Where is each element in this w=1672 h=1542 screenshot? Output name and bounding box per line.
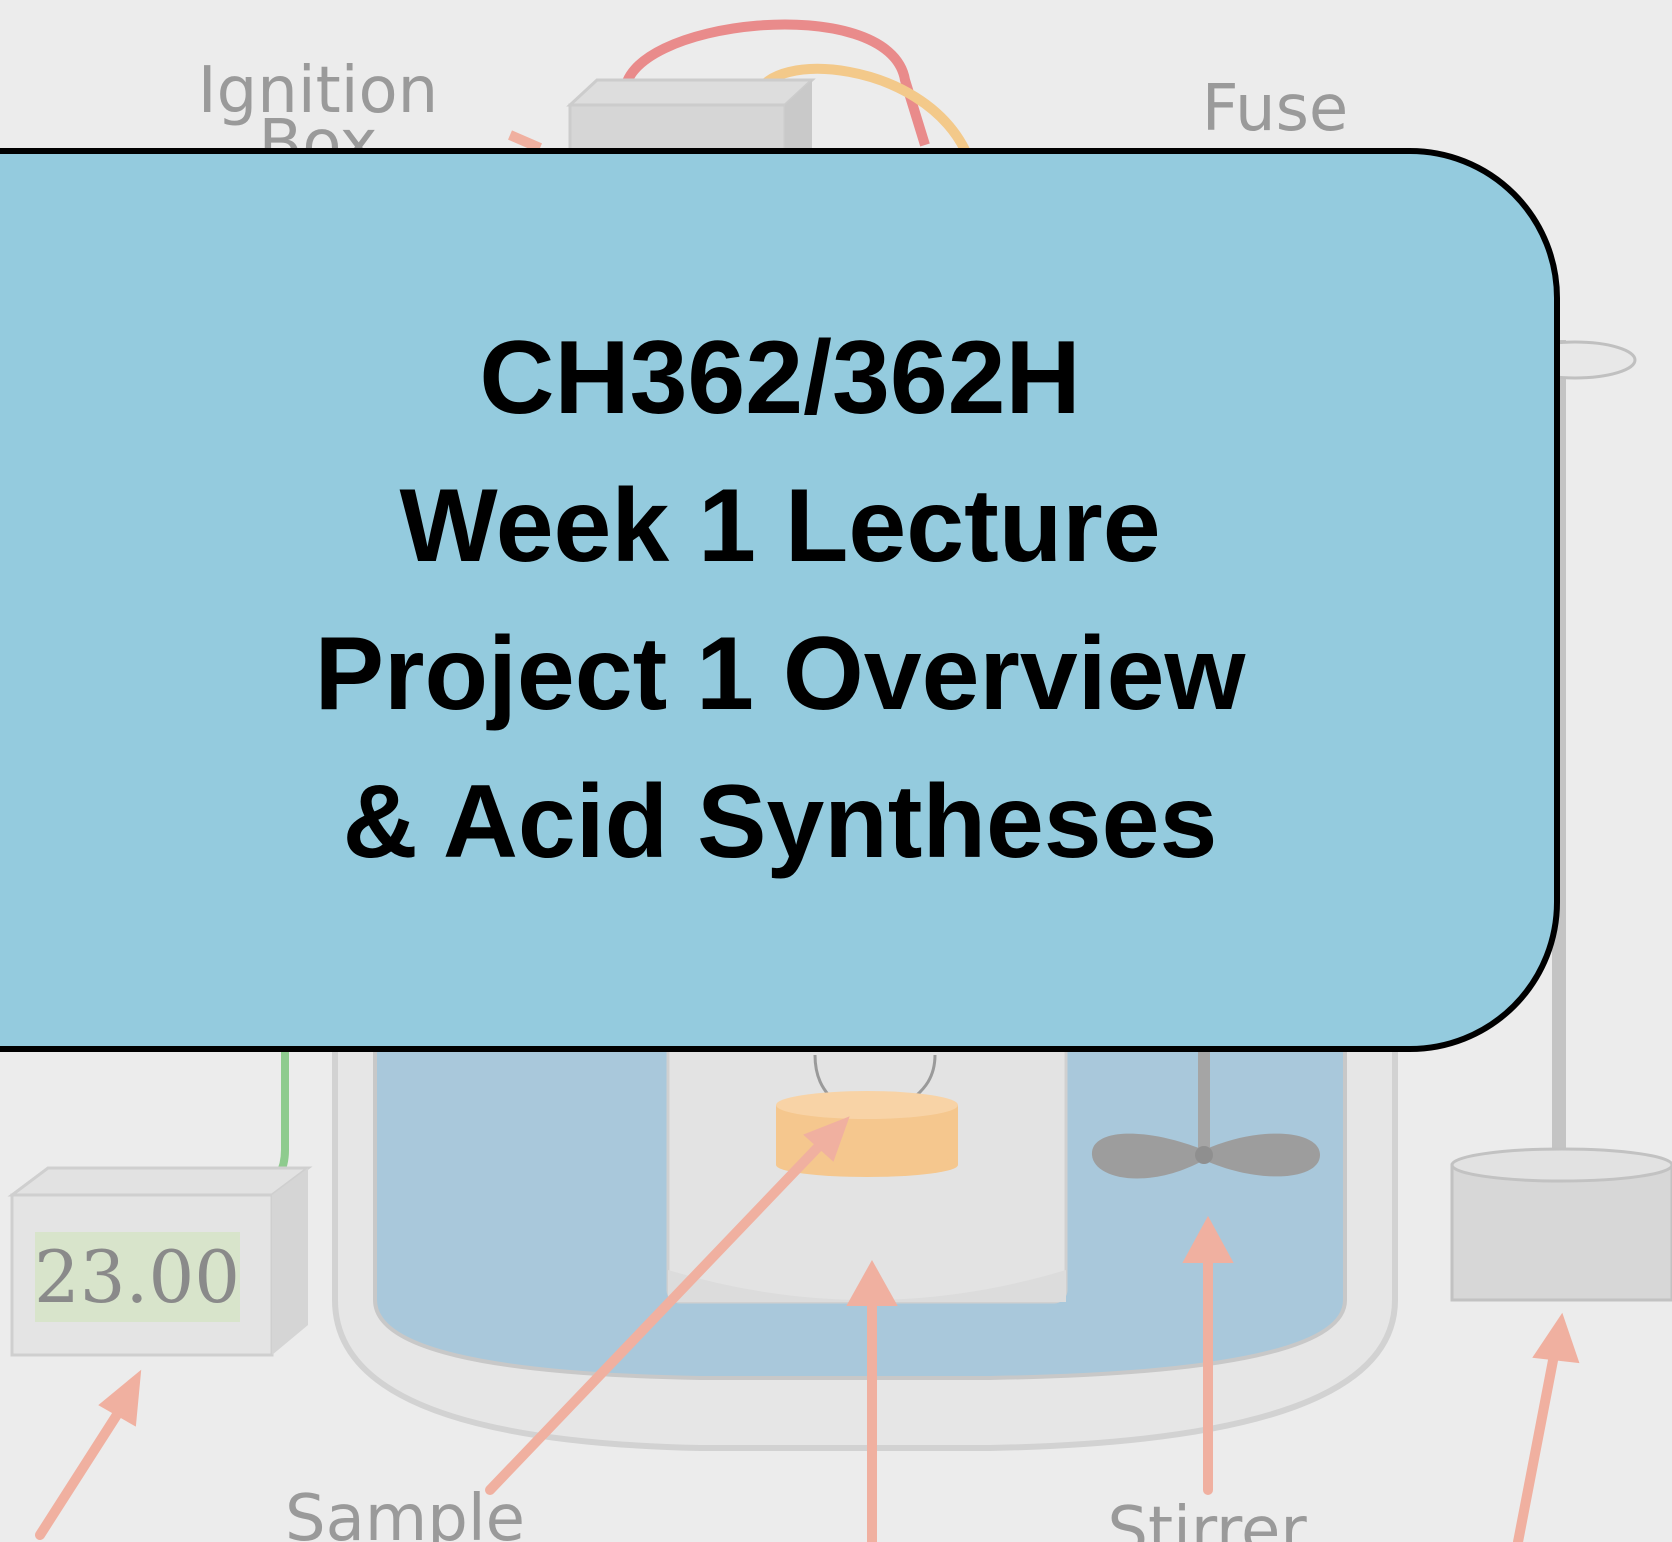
fuse-label: Fuse [1202,72,1349,146]
title-line-week: Week 1 Lecture [399,468,1161,584]
wire-red [619,19,930,147]
ignition-box-label: Ignition [198,54,438,128]
thermometer-screen [35,1232,240,1322]
stirrer [1091,1040,1320,1179]
arrow-bomb-head [846,1259,898,1306]
title-line-topic: & Acid Syntheses [342,764,1218,880]
arrow-sample-head [803,1116,850,1162]
arrow-stirrer-head [1182,1215,1234,1263]
thermometer-readout: 23.00 [34,1235,240,1319]
arrow-sample [485,1140,825,1495]
title-text: CH362/362H Week 1 Lecture Project 1 Over… [315,304,1246,896]
arrow-thermometer [35,1405,125,1540]
arrow-weight [1513,1345,1560,1542]
digital-thermometer [7,1166,313,1357]
ignition-arrow [508,130,542,153]
arrow-thermometer-head [98,1369,142,1427]
sample-label: Sample [285,1482,525,1542]
arrow-weight-head [1532,1312,1580,1364]
title-box: CH362/362H Week 1 Lecture Project 1 Over… [0,148,1560,1052]
title-line-course: CH362/362H [479,320,1081,436]
title-line-project: Project 1 Overview [314,616,1246,732]
stirrer-label: Stirrer [1107,1494,1307,1542]
